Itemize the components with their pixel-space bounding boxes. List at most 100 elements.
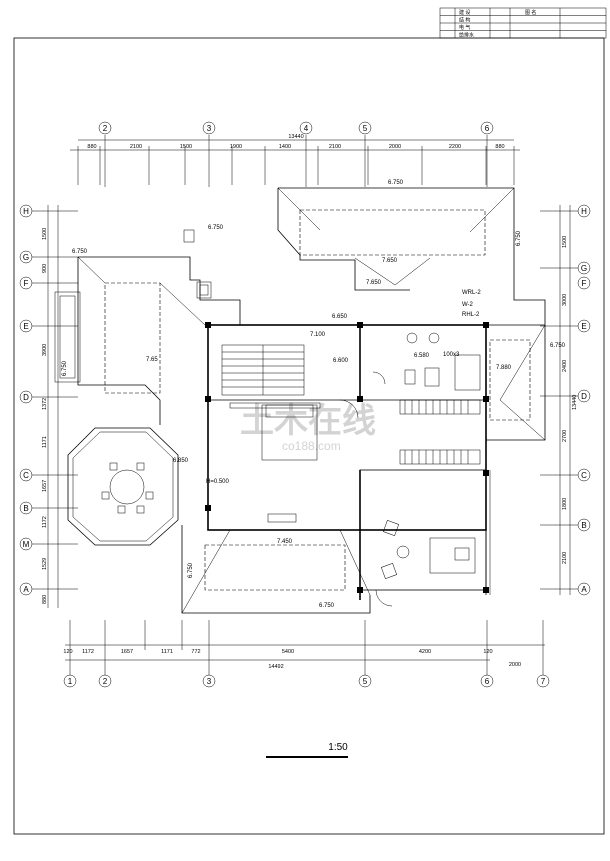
dim-top-7: 2200 [449,144,461,150]
level-6: 7.100 [310,332,326,338]
dim-bottom-2: 1657 [121,649,133,655]
level-11: 7.880 [496,365,512,371]
dim-left-1: 900 [42,264,48,273]
top-grid-axes: 2 3 4 5 6 [98,121,494,187]
grid-top-4: 4 [304,124,309,133]
scale-label: 1:50 [328,742,348,753]
right-grid-axes: H G F E D C B A 1500 3000 2400 2700 1800… [540,204,591,596]
dim-bottom-5: 5400 [282,649,294,655]
grid-left-F: F [24,279,29,288]
grid-bottom-1: 1 [68,677,73,686]
dim-bottom-0: 120 [63,649,72,655]
grid-bottom-6: 6 [485,677,490,686]
grid-top-3: 3 [207,124,212,133]
grid-bottom-7: 7 [541,677,546,686]
grid-bottom-5: 5 [363,677,368,686]
dim-right-1: 3000 [562,294,568,306]
grid-right-E: E [581,322,586,331]
grid-right-G: G [581,264,587,273]
level-7: 6.600 [333,358,349,364]
level-5: 6.650 [332,314,348,320]
dim-right-2: 2400 [562,360,568,372]
level-13: 6.750 [516,230,522,246]
dim-top-6: 2000 [389,144,401,150]
watermark-text: 土木在线 [240,402,376,440]
dim-left-5: 1657 [42,480,48,492]
drawing-border [13,37,605,835]
dim-right-5: 2100 [562,552,568,564]
level-annotations: 6.750 6.750 6.750 7.650 7.650 6.650 7.10… [62,180,566,609]
dim-top-3: 1900 [230,144,242,150]
level-8: 6.580 [414,353,430,359]
dim-left-4: 1171 [42,436,48,448]
grid-right-C: C [581,471,587,480]
grid-left-C: C [23,471,29,480]
dim-bottom-7: 120 [483,649,492,655]
grid-right-D: D [581,392,587,401]
dim-left-6: 1172 [42,516,48,528]
tb-row-0: 建 设 [459,9,470,16]
tb-header: 图 名 [525,9,536,16]
level-16: 6.750 [62,360,68,376]
dim-bottom-3: 1171 [161,649,173,655]
dim-top-8: 880 [495,144,504,150]
level-10: 6.850 [173,458,189,464]
dim-left-0: 1500 [42,228,48,240]
grid-left-A: A [23,585,29,594]
watermark: 土木在线 co188.com [240,402,376,453]
dim-top-0: 880 [87,144,96,150]
dim-left-2: 3900 [42,344,48,356]
grid-left-G: G [23,253,29,262]
watermark-sub: co188.com [282,439,341,453]
dim-right-0: 1500 [562,236,568,248]
dim-bottom-4: 772 [191,649,200,655]
grid-top-2: 2 [103,124,108,133]
level-1: 6.750 [208,225,224,231]
dim-bottom-6: 4200 [419,649,431,655]
note-size: 100x3 [443,352,460,358]
dim-left-3: 1372 [42,398,48,410]
title-block: 建 设 结 构 电 气 给排水 图 名 [439,7,607,39]
building-plan [54,187,546,614]
dim-bottom-extra: 2000 [509,662,521,668]
tb-row-3: 给排水 [459,32,474,39]
grid-top-5: 5 [363,124,368,133]
grid-top-6: 6 [485,124,490,133]
scale-label-group: 1:50 [266,742,348,758]
level-4: 7.650 [366,280,382,286]
level-roof-top: 6.750 [388,180,404,186]
dim-right-4: 1800 [562,498,568,510]
dim-top-5: 2100 [329,144,341,150]
dim-top-total: 13440 [288,134,303,140]
grid-right-B: B [581,521,586,530]
grid-left-B: B [23,504,28,513]
dim-left-8: 880 [42,595,48,604]
left-grid-axes: H G F E D C B M A 1500 900 3900 1372 117… [19,204,78,608]
note-h: H=0.500 [206,479,230,485]
dim-right-3: 2700 [562,430,568,442]
dim-top-4: 1400 [279,144,291,150]
level-12: 6.750 [550,343,566,349]
grid-left-H: H [23,207,29,216]
top-dimensions: 13440 880 2100 1500 1900 1400 2100 2000 … [70,134,520,185]
dim-left-7: 1529 [42,558,48,570]
tb-row-2: 电 气 [459,24,470,31]
grid-right-F: F [582,279,587,288]
grid-right-A: A [581,585,587,594]
level-2: 6.750 [72,249,88,255]
level-3: 7.650 [382,258,398,264]
note-w2: W-2 [462,302,474,308]
grid-bottom-3: 3 [207,677,212,686]
grid-right-H: H [581,207,587,216]
dim-right-total: 13440 [572,395,578,410]
grid-left-D: D [23,393,29,402]
level-17: 6.750 [188,562,194,578]
bottom-grid-axes: 1 2 3 5 6 7 120 1172 1657 1171 772 5400 … [63,620,550,688]
grid-bottom-2: 2 [103,677,108,686]
dim-top-1: 2100 [130,144,142,150]
tb-row-1: 结 构 [459,17,470,24]
level-9: 7.65 [146,357,158,363]
note-wrl: WRL-2 [462,290,481,296]
level-15: 6.750 [319,603,335,609]
